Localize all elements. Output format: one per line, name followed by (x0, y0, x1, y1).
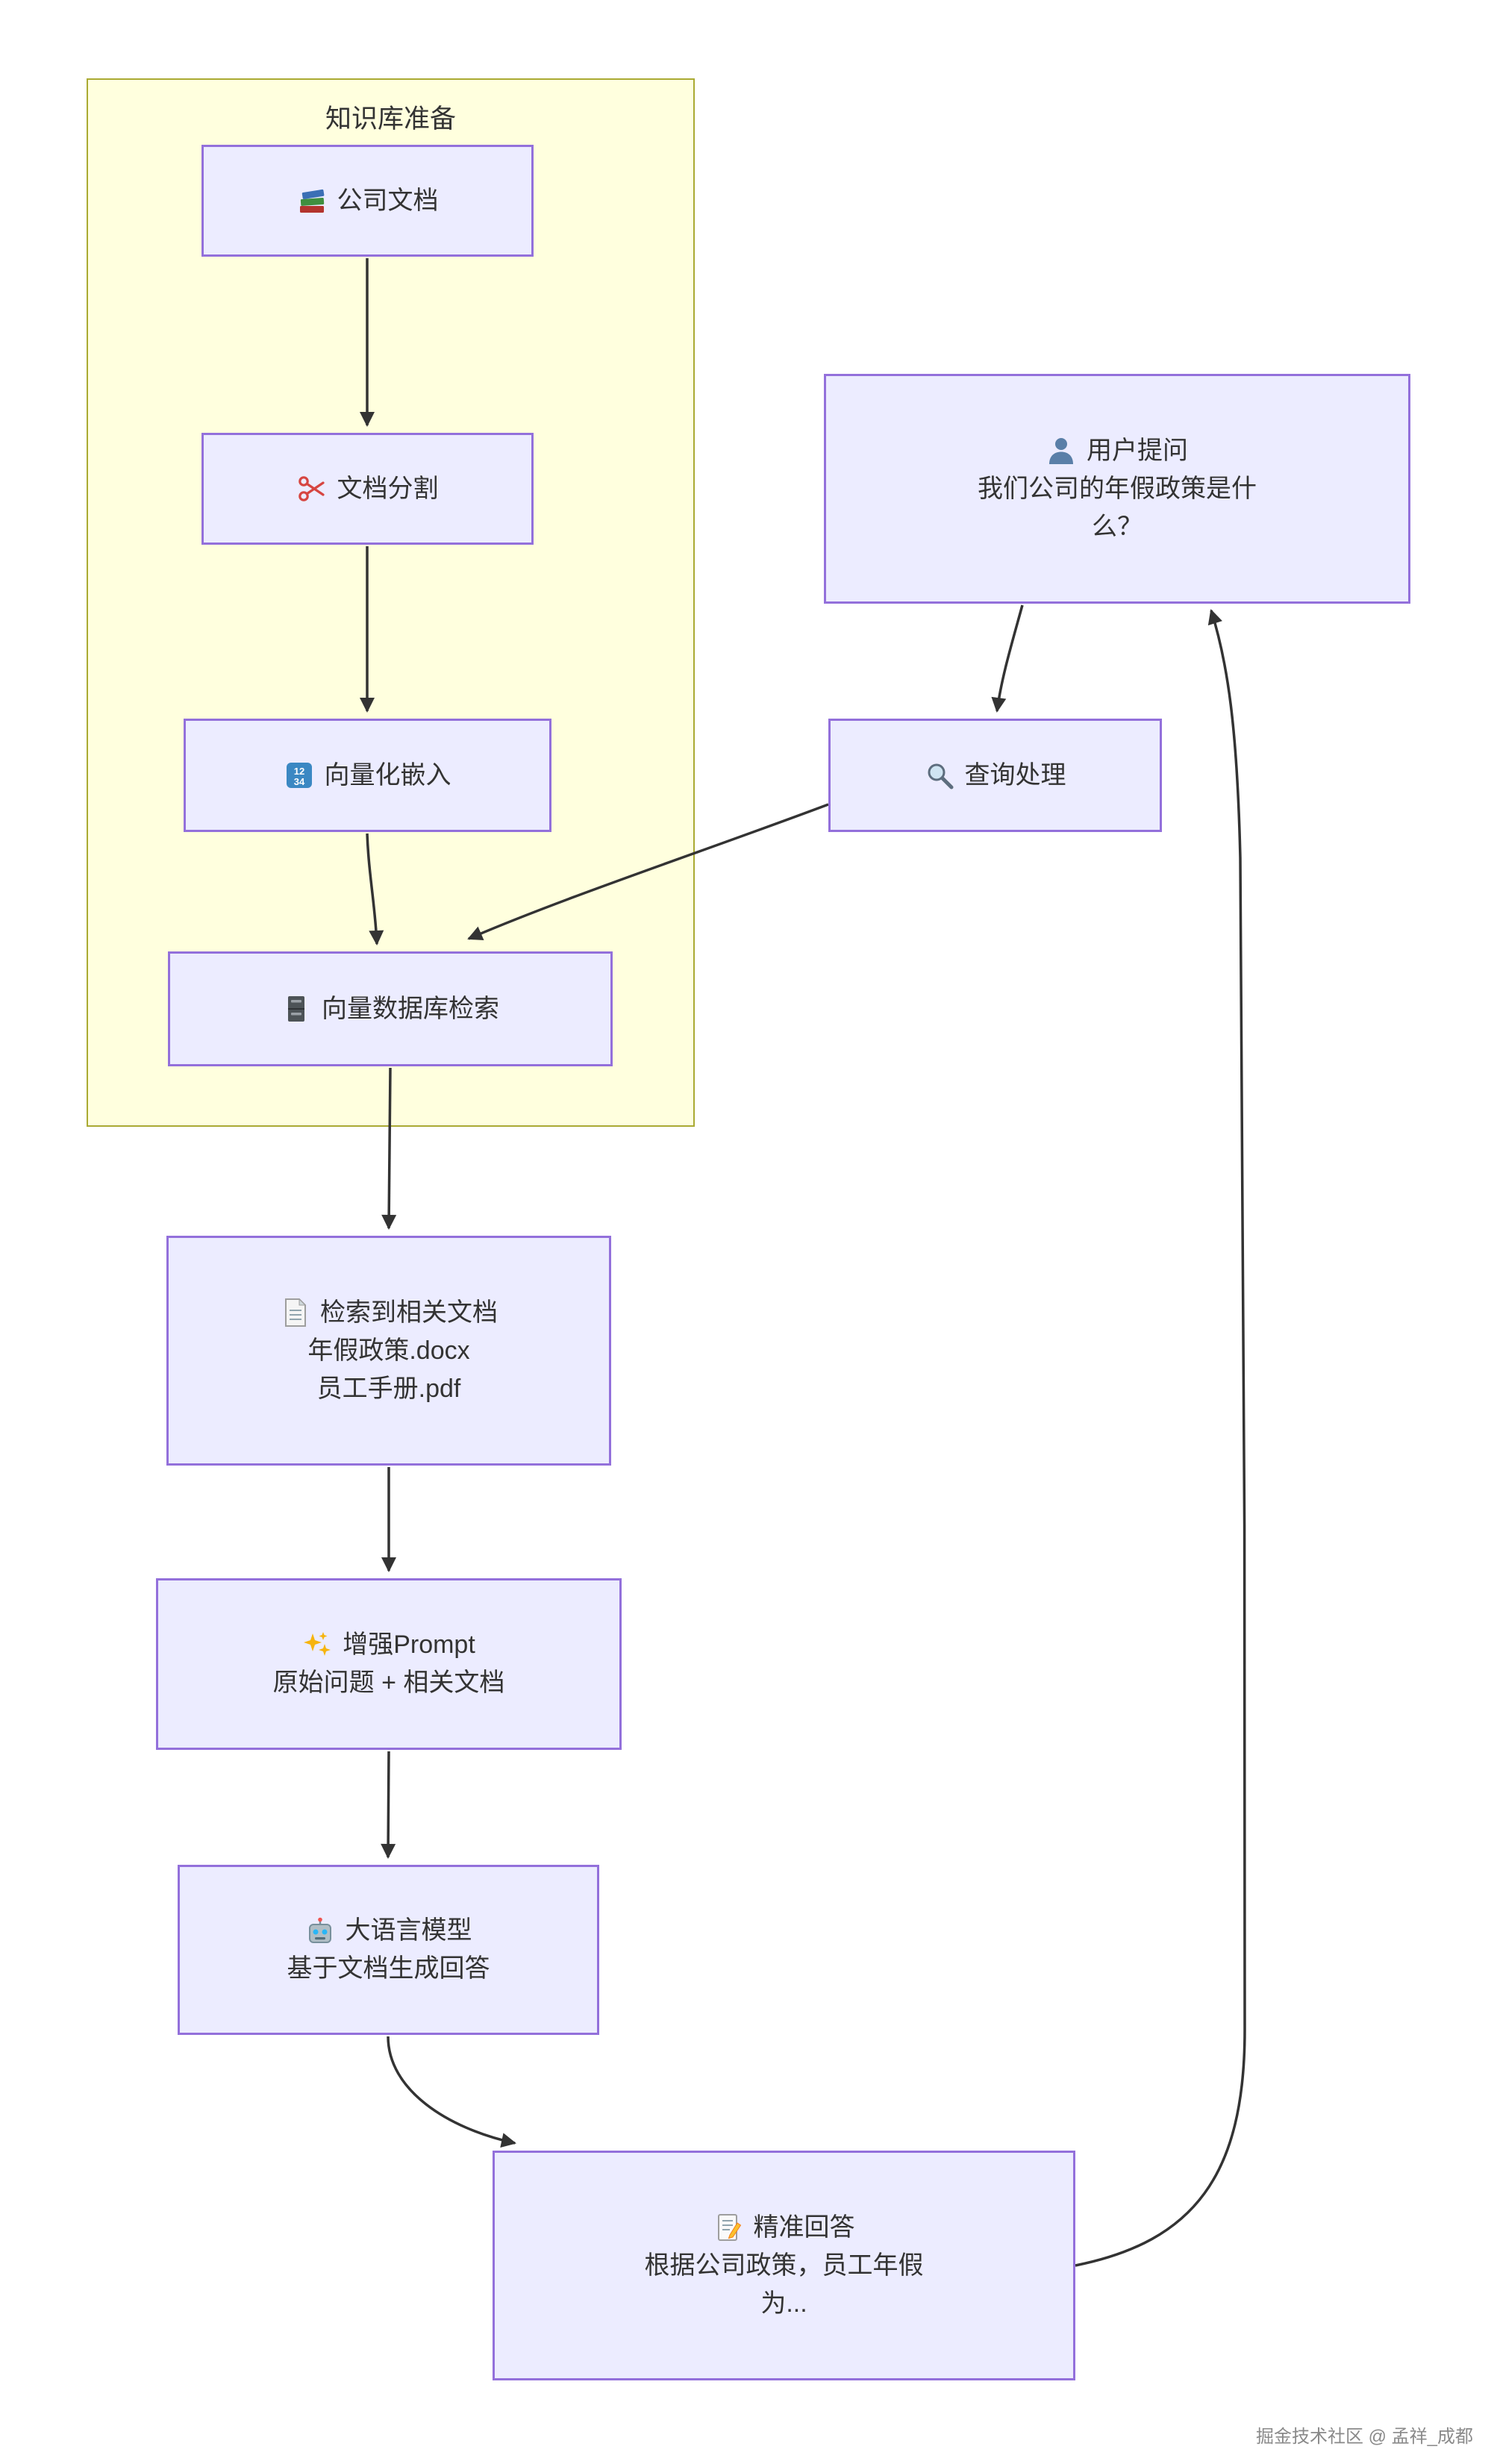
node-body: 基于文档生成回答 (287, 1954, 490, 1983)
node-vector-embed: 12 34 向量化嵌入 (184, 719, 551, 832)
node-doc-split: 文档分割 (201, 433, 534, 545)
memo-icon (713, 2213, 743, 2242)
node-user-question: 用户提问 我们公司的年假政策是什么？ (824, 374, 1410, 604)
node-title-row: 公司文档 (297, 182, 439, 220)
node-title-row: 12 34 向量化嵌入 (284, 757, 451, 795)
node-title-row: 增强Prompt (302, 1626, 475, 1664)
node-title: 向量化嵌入 (324, 760, 451, 789)
node-title: 查询处理 (964, 760, 1066, 789)
node-title-row: 精准回答 (713, 2209, 855, 2247)
node-title-row: 向量数据库检索 (281, 990, 499, 1028)
edge-llm-to-answer (387, 2036, 516, 2148)
edge-user-to-query (991, 604, 1024, 713)
node-enhanced-prompt: 增强Prompt 原始问题 + 相关文档 (156, 1578, 622, 1750)
node-title: 检索到相关文档 (320, 1298, 498, 1327)
node-title-row: 用户提问 (1046, 432, 1188, 470)
sparkles-icon (302, 1630, 332, 1660)
node-title-row: 文档分割 (297, 470, 439, 508)
node-title: 大语言模型 (345, 1916, 472, 1945)
edge-prompt-to-llm (381, 1751, 396, 1859)
node-title: 向量数据库检索 (322, 994, 499, 1023)
node-title-row: 大语言模型 (305, 1912, 472, 1950)
node-title: 文档分割 (337, 474, 439, 503)
user-icon (1046, 436, 1076, 466)
node-body: 根据公司政策，员工年假为... (644, 2251, 924, 2318)
retrieved-doc-2: 员工手册.pdf (316, 1374, 461, 1403)
file-cabinet-icon (281, 994, 311, 1024)
node-body: 我们公司的年假政策是什么？ (978, 474, 1257, 541)
svg-text:12: 12 (293, 766, 304, 777)
node-vector-db-search: 向量数据库检索 (168, 951, 613, 1066)
node-title-row: 检索到相关文档 (280, 1294, 498, 1332)
svg-text:34: 34 (293, 776, 304, 787)
node-title-row: 查询处理 (925, 757, 1066, 795)
page-icon (280, 1298, 310, 1328)
input-numbers-icon: 12 34 (284, 760, 314, 790)
node-precise-answer: 精准回答 根据公司政策，员工年假为... (493, 2151, 1075, 2380)
watermark: 掘金技术社区 @ 孟祥_成都 (1255, 2427, 1473, 2447)
books-icon (297, 186, 327, 216)
edge-answer-to-user (1075, 609, 1246, 2267)
subgraph-title: 知识库准备 (325, 104, 456, 134)
node-retrieved-docs: 检索到相关文档 年假政策.docx 员工手册.pdf (166, 1236, 611, 1466)
node-title: 增强Prompt (343, 1630, 475, 1659)
node-title: 用户提问 (1087, 436, 1188, 465)
node-title: 精准回答 (753, 2213, 855, 2242)
node-company-docs: 公司文档 (201, 145, 534, 257)
node-llm: 大语言模型 基于文档生成回答 (178, 1865, 599, 2035)
scissors-icon (297, 474, 327, 504)
node-query-processing: 查询处理 (828, 719, 1162, 832)
magnifier-icon (925, 760, 954, 790)
node-body: 原始问题 + 相关文档 (272, 1669, 505, 1697)
robot-icon (305, 1916, 335, 1946)
retrieved-doc-1: 年假政策.docx (307, 1336, 470, 1365)
node-title: 公司文档 (337, 186, 439, 215)
